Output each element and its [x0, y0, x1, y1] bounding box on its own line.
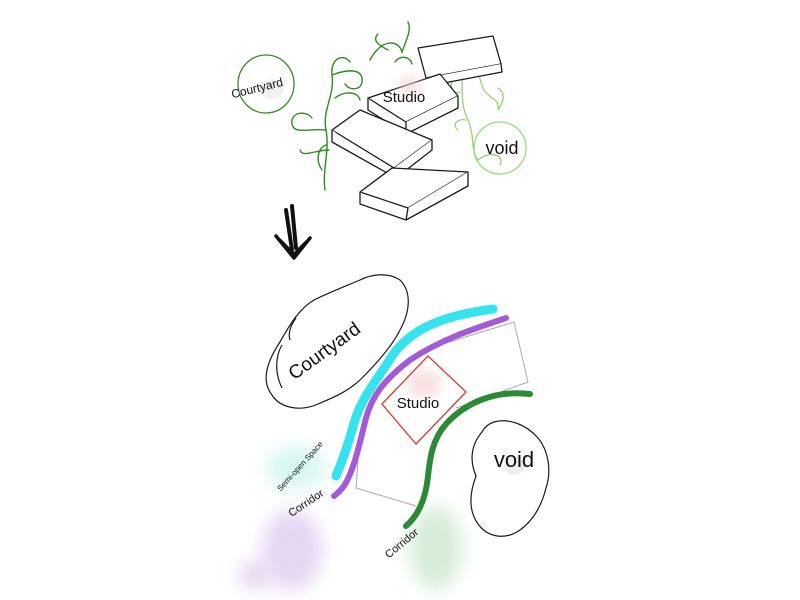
void-circle-top	[473, 121, 527, 175]
top-sketch: Courtyard Studio void	[230, 21, 527, 221]
arrow-down-left-icon	[274, 204, 312, 260]
void-label-top: void	[485, 138, 518, 158]
void-label-shadow	[504, 457, 524, 475]
corridor-wash-right	[410, 506, 462, 590]
studio-label-top: Studio	[383, 89, 426, 106]
courtyard-blob	[265, 274, 409, 409]
corridor-wash-left	[262, 510, 322, 590]
studio-wash	[406, 370, 442, 398]
studio-label: Studio	[397, 395, 440, 412]
cyan-path	[331, 304, 498, 481]
vegetation-dark-left	[291, 21, 413, 191]
plan-diagram: Courtyard Studio void Semi-open Space Co…	[238, 274, 550, 590]
courtyard-circle-top	[237, 54, 295, 114]
corridor-wash-left-tail	[238, 561, 274, 589]
void-label: void	[494, 447, 534, 472]
studio-highlight-top	[398, 76, 422, 96]
building-outline	[355, 321, 529, 507]
corridor-label-left: Corridor	[286, 487, 326, 519]
courtyard-label-shadow	[260, 79, 284, 99]
purple-path	[331, 315, 509, 499]
massing-slabs	[331, 35, 503, 221]
courtyard-label: Courtyard	[285, 319, 365, 385]
studio-box	[381, 355, 467, 445]
green-path	[403, 390, 533, 529]
semi-open-wash	[266, 446, 326, 490]
void-blob	[470, 420, 550, 537]
